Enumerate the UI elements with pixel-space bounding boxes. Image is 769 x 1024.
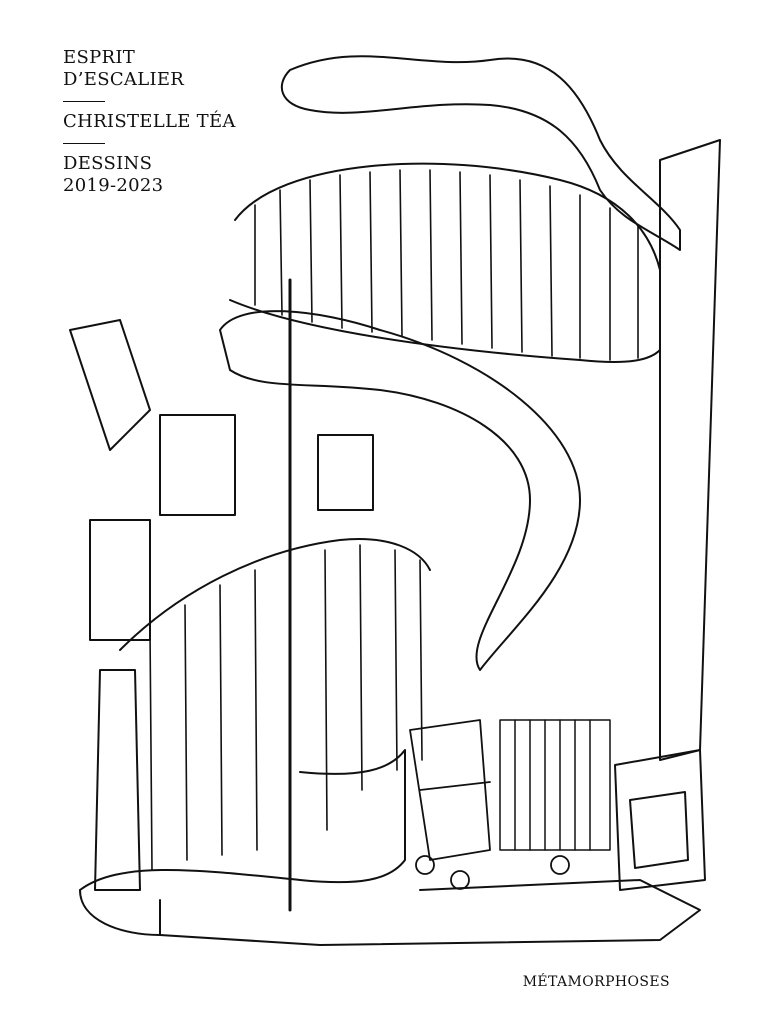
radiator	[499, 719, 611, 851]
box	[614, 749, 706, 891]
divider-rule	[63, 143, 105, 144]
title-block: ESPRIT D’ESCALIER CHRISTELLE TÉA DESSINS…	[63, 47, 263, 197]
top-handrail	[280, 55, 681, 251]
title-line-2: D’ESCALIER	[63, 69, 185, 90]
trolley	[409, 719, 570, 890]
publisher-name: MÉTAMORPHOSES	[522, 974, 670, 990]
author-name: CHRISTELLE TÉA	[63, 111, 236, 132]
bottom-step	[79, 749, 406, 891]
divider-rule	[63, 101, 105, 102]
subtitle: DESSINS	[63, 153, 153, 174]
right-wall	[659, 139, 721, 761]
floor	[159, 879, 701, 946]
staircase-illustration	[69, 55, 721, 946]
spiral-stringer	[219, 310, 581, 671]
newel-post	[94, 669, 141, 891]
wall-frame	[159, 414, 236, 516]
lower-handrail	[119, 538, 431, 651]
upper-railing	[234, 162, 661, 271]
years: 2019-2023	[63, 175, 164, 196]
title-line-1: ESPRIT	[63, 47, 136, 68]
